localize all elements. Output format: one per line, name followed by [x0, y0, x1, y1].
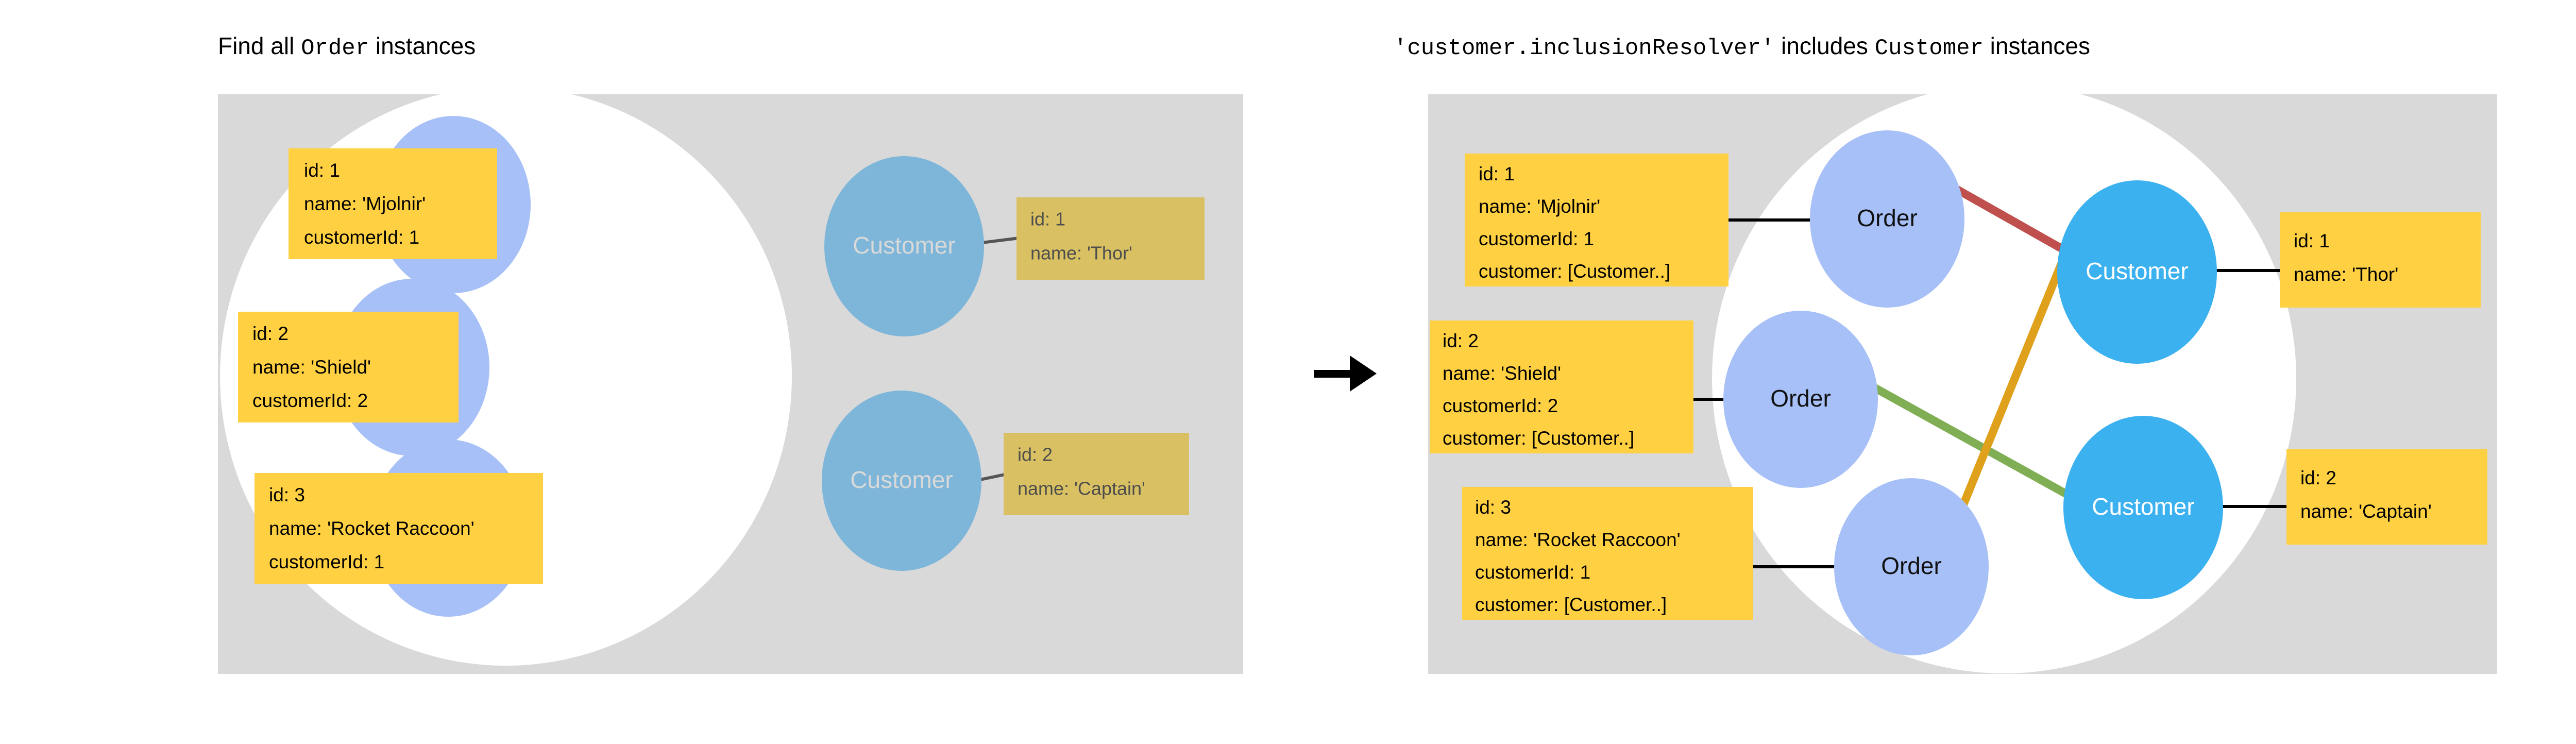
left-customer-card-1-line-1: id: 1 — [1030, 209, 1065, 230]
right-order-card-3-line-3: customerId: 1 — [1475, 562, 1590, 583]
right-order-node-2[interactable]: Order — [1723, 311, 1878, 488]
relation-line-order1-customer1 — [1948, 182, 2071, 256]
left-order-card-2-line-3: customerId: 2 — [252, 390, 368, 411]
right-order-card-2-line-4: customer: [Customer..] — [1443, 428, 1634, 449]
right-order-card-1-line-1: id: 1 — [1479, 163, 1515, 184]
left-title-code: Order — [301, 36, 369, 61]
right-customer-card-2-line-1: id: 2 — [2300, 467, 2336, 488]
right-customer-label-1: Customer — [2086, 258, 2188, 284]
right-order-circle-2[interactable] — [1723, 311, 1878, 488]
right-panel: Order Order Order Customer Customer — [1428, 84, 2497, 674]
right-order-card-3-line-1: id: 3 — [1475, 497, 1511, 518]
left-order-card-3[interactable]: id: 3 name: 'Rocket Raccoon' customerId:… — [255, 473, 543, 584]
right-order-card-3-line-2: name: 'Rocket Raccoon' — [1475, 529, 1681, 550]
right-customer-label-2: Customer — [2092, 493, 2194, 520]
left-order-card-1[interactable]: id: 1 name: 'Mjolnir' customerId: 1 — [289, 148, 497, 259]
right-order-card-1-line-2: name: 'Mjolnir' — [1479, 196, 1600, 217]
left-order-card-1-line-2: name: 'Mjolnir' — [304, 193, 426, 214]
left-customer-card-2-line-2: name: 'Captain' — [1018, 478, 1145, 499]
right-order-label-2: Order — [1770, 385, 1831, 412]
right-order-circle-1[interactable] — [1810, 130, 1964, 308]
left-customer-card-1-bg[interactable] — [1016, 197, 1205, 280]
right-order-card-3-line-4: customer: [Customer..] — [1475, 594, 1667, 615]
left-customer-card-1-line-2: name: 'Thor' — [1030, 243, 1132, 264]
left-customer-card-2[interactable]: id: 2 name: 'Captain' — [1004, 433, 1189, 515]
left-customer-label-1: Customer — [853, 232, 955, 259]
right-order-card-2-line-1: id: 2 — [1443, 330, 1479, 351]
left-order-card-1-line-3: customerId: 1 — [304, 227, 419, 248]
right-order-node-3[interactable]: Order — [1834, 478, 1989, 655]
left-panel: Order Order Order Customer Customer — [218, 87, 1243, 674]
right-order-card-2-bg[interactable] — [1430, 320, 1693, 453]
left-customer-circle-2[interactable] — [822, 391, 981, 571]
left-order-card-3-line-2: name: 'Rocket Raccoon' — [269, 518, 474, 539]
left-order-card-2-bg[interactable] — [238, 312, 459, 422]
right-customer-card-1-bg[interactable] — [2280, 212, 2481, 308]
left-order-card-2-line-2: name: 'Shield' — [252, 357, 371, 378]
right-customer-circle-2[interactable] — [2063, 416, 2223, 599]
right-order-label-1: Order — [1857, 205, 1918, 231]
right-order-card-1-line-3: customerId: 1 — [1479, 228, 1594, 249]
left-panel-title: Find all Order instances — [218, 32, 476, 61]
right-customer-node-1[interactable]: Customer — [2057, 180, 2217, 364]
right-order-label-3: Order — [1881, 552, 1942, 579]
right-panel-title: 'customer.inclusionResolver' includes Cu… — [1394, 32, 2090, 61]
right-title-code2: Customer — [1874, 36, 1984, 61]
right-order-card-3[interactable]: id: 3 name: 'Rocket Raccoon' customerId:… — [1462, 487, 1753, 620]
left-title-prefix: Find all — [218, 32, 301, 59]
left-order-card-1-line-1: id: 1 — [304, 160, 340, 181]
left-customer-card-2-bg[interactable] — [1004, 433, 1189, 515]
right-title-suffix: instances — [1983, 32, 2091, 59]
left-order-card-2-line-1: id: 2 — [252, 323, 289, 344]
right-customer-card-1-line-2: name: 'Thor' — [2294, 264, 2398, 285]
right-order-card-3-bg[interactable] — [1462, 487, 1753, 620]
left-customer-label-2: Customer — [850, 466, 953, 493]
right-customer-card-1[interactable]: id: 1 name: 'Thor' — [2280, 212, 2481, 308]
left-order-card-2[interactable]: id: 2 name: 'Shield' customerId: 2 — [238, 312, 459, 422]
right-customer-node-2[interactable]: Customer — [2063, 416, 2223, 599]
left-customer-card-1[interactable]: id: 1 name: 'Thor' — [1016, 197, 1205, 280]
right-order-card-2[interactable]: id: 2 name: 'Shield' customerId: 2 custo… — [1430, 320, 1693, 453]
left-order-card-1-bg[interactable] — [289, 148, 497, 259]
left-connector-customer-1 — [977, 236, 1020, 245]
left-order-card-3-bg[interactable] — [255, 473, 543, 584]
left-customer-node-1[interactable]: Customer — [824, 156, 984, 336]
right-order-card-2-line-3: customerId: 2 — [1443, 395, 1558, 416]
right-order-card-1-line-4: customer: [Customer..] — [1479, 261, 1670, 282]
arrow-right-shape — [1314, 356, 1377, 392]
right-order-card-1-bg[interactable] — [1465, 154, 1728, 286]
right-order-node-1[interactable]: Order — [1810, 130, 1964, 308]
left-customer-card-2-line-1: id: 2 — [1018, 444, 1053, 465]
right-title-mid: includes — [1774, 32, 1875, 59]
left-title-suffix: instances — [369, 32, 476, 59]
right-customer-card-2[interactable]: id: 2 name: 'Captain' — [2286, 449, 2487, 545]
right-customer-circle-1[interactable] — [2057, 180, 2217, 364]
arrow-right-icon — [1314, 356, 1377, 392]
right-order-circle-3[interactable] — [1834, 478, 1989, 655]
right-order-card-2-line-2: name: 'Shield' — [1443, 363, 1561, 384]
right-title-code: 'customer.inclusionResolver' — [1394, 36, 1775, 61]
right-customer-card-1-line-1: id: 1 — [2294, 230, 2330, 251]
right-order-card-1[interactable]: id: 1 name: 'Mjolnir' customerId: 1 cust… — [1465, 154, 1728, 286]
left-customer-circle-1[interactable] — [824, 156, 984, 336]
left-customer-node-2[interactable]: Customer — [822, 391, 981, 571]
left-order-card-3-line-1: id: 3 — [269, 484, 305, 505]
right-customer-card-2-line-2: name: 'Captain' — [2300, 501, 2432, 522]
relation-line-order2-customer2 — [1866, 380, 2074, 501]
left-order-card-3-line-3: customerId: 1 — [269, 551, 384, 572]
right-customer-card-2-bg[interactable] — [2286, 449, 2487, 545]
